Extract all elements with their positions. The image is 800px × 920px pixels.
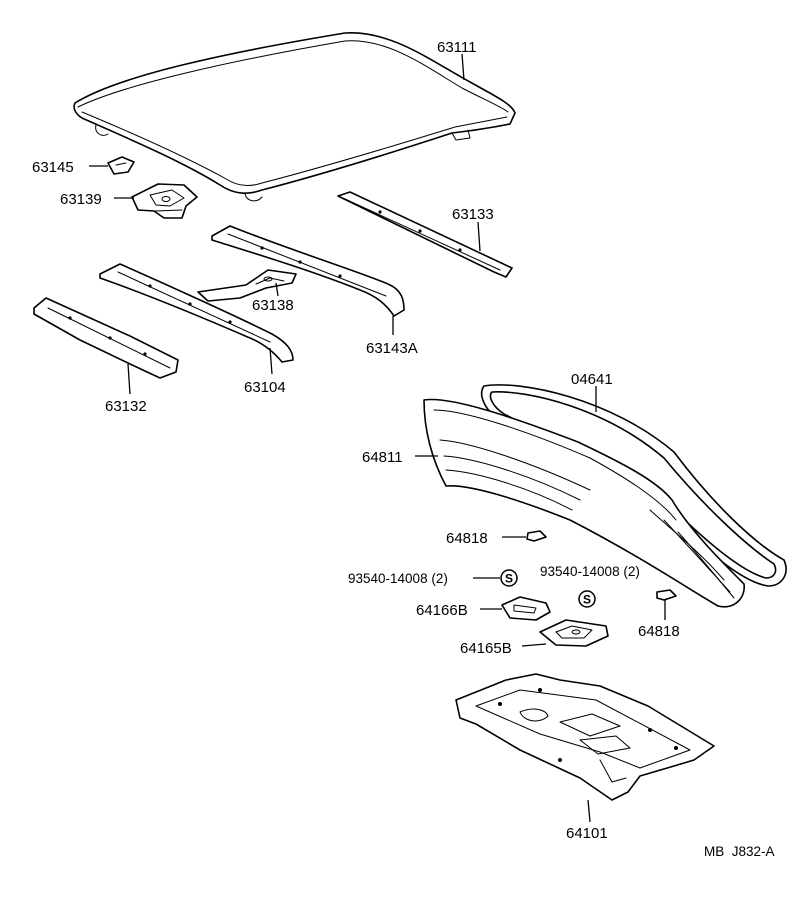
hinge-64165B <box>539 619 609 647</box>
label-63132: 63132 <box>105 398 147 415</box>
roof-panel-63111 <box>73 32 516 202</box>
label-64165B: 64165B <box>460 640 512 657</box>
bracket-63139 <box>131 183 198 219</box>
label-64101: 64101 <box>566 825 608 842</box>
svg-text:S: S <box>583 593 591 607</box>
label-64166B: 64166B <box>416 602 468 619</box>
shelf-panel-64101 <box>455 673 715 801</box>
label-63139: 63139 <box>60 191 102 208</box>
hinge-64166B <box>501 596 551 621</box>
rail-63132 <box>33 297 179 379</box>
rail-63104 <box>99 263 294 363</box>
label-63143A: 63143A <box>366 340 418 357</box>
label-63138: 63138 <box>252 297 294 314</box>
label-64811: 64811 <box>362 449 403 466</box>
label-63133: 63133 <box>452 206 494 223</box>
rail-63143A <box>211 225 405 317</box>
back-glass-64811 <box>423 398 745 608</box>
label-bolt-right: 93540-14008 (2) <box>540 564 640 579</box>
label-64818-upper: 64818 <box>446 530 488 547</box>
svg-text:S: S <box>505 572 513 586</box>
label-64818-lower: 64818 <box>638 623 680 640</box>
label-63145: 63145 <box>32 159 74 176</box>
label-bolt-left: 93540-14008 (2) <box>348 571 448 586</box>
bolt-symbol-right: S <box>578 590 596 608</box>
label-04641: 04641 <box>571 371 613 388</box>
bolt-symbol-left: S <box>500 569 518 587</box>
drawing-reference: MB J832-A <box>704 844 775 859</box>
cushion-64818-upper <box>526 530 547 542</box>
brace-63138 <box>197 269 297 302</box>
clip-63145 <box>107 156 135 175</box>
rail-63133 <box>337 191 513 278</box>
label-63111: 63111 <box>437 39 477 56</box>
label-63104: 63104 <box>244 379 286 396</box>
cushion-64818-lower <box>656 589 677 601</box>
